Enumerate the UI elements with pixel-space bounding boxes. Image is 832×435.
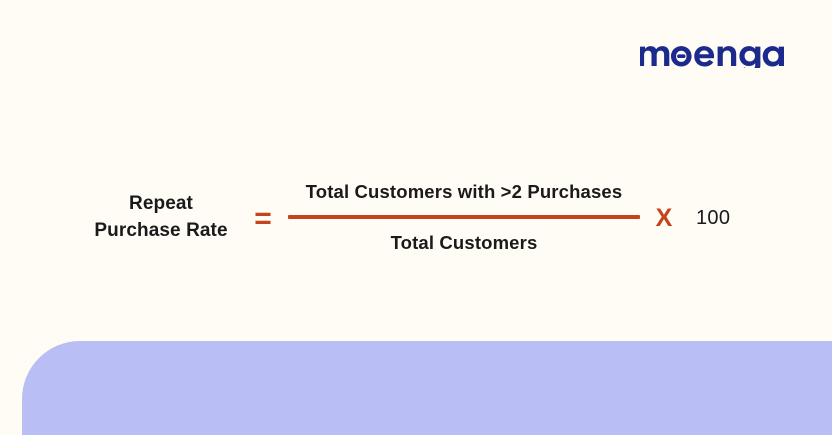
fraction-numerator: Total Customers with >2 Purchases <box>305 181 623 202</box>
bottom-decorative-band <box>22 341 832 435</box>
equals-sign: = <box>254 201 272 235</box>
metric-name-line-1: Repeat <box>129 192 193 214</box>
multiplier-value: 100 <box>696 207 731 229</box>
metric-name-line-2: Purchase Rate <box>94 219 228 241</box>
multiplication-sign: X <box>655 204 673 232</box>
metric-name: Repeat Purchase Rate <box>82 191 240 245</box>
moengage-wordmark-icon <box>640 38 786 68</box>
moengage-logo <box>640 36 786 70</box>
fraction-bar <box>288 215 640 219</box>
fraction: Total Customers with >2 Purchases Total … <box>286 181 642 254</box>
repeat-purchase-rate-formula: Repeat Purchase Rate = Total Customers w… <box>82 160 762 275</box>
fraction-denominator: Total Customers <box>390 232 538 253</box>
